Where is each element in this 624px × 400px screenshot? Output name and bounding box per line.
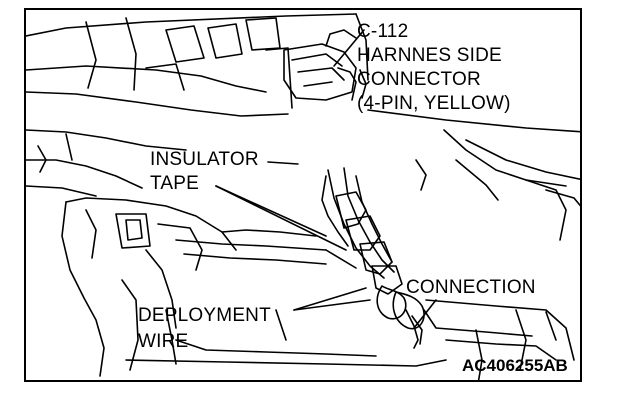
connector-label-line2: HARNNES SIDE (357, 45, 502, 66)
connection-label: CONNECTION (406, 277, 536, 298)
connector-label-line1: C-112 (357, 21, 409, 42)
deployment-label-line1: DEPLOYMENT (138, 305, 271, 326)
figure-code: AC406255AB (462, 356, 568, 375)
connector-label-line4: (4-PIN, YELLOW) (357, 93, 511, 114)
deployment-label-line2: WIRE (138, 331, 189, 352)
connector-label-line3: CONNECTOR (357, 69, 481, 90)
diagram-frame: C-112 HARNNES SIDE CONNECTOR (4-PIN, YEL… (24, 8, 582, 382)
insulator-label-line1: INSULATOR (150, 149, 259, 170)
insulator-label-line2: TAPE (150, 173, 200, 194)
line-drawing (26, 13, 580, 380)
